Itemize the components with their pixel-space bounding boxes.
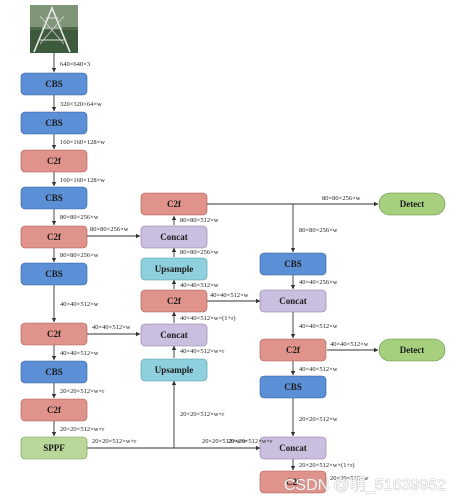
concat-block-1: Concat (140, 225, 208, 249)
shape-label: 80×80×256×w (60, 252, 99, 259)
cbs-block-3: CBS (20, 186, 88, 210)
shape-label: 40×40×256×w (299, 279, 338, 286)
cbs-label: CBS (45, 118, 63, 128)
c2f-label: C2f (47, 405, 62, 415)
shape-label: 20×20×512×w×(1+r) (299, 462, 355, 469)
shape-label: 20×20×512×w (299, 416, 338, 423)
shape-label: 40×40×512×w (60, 350, 99, 357)
upsample-label: Upsample (155, 365, 194, 375)
shape-label: 20×20×512×w×r (60, 426, 105, 433)
shape-label: 80×80×256×w (322, 195, 361, 202)
c2f-block-right: C2f (259, 338, 327, 362)
shape-label: 80×80×256×w (299, 227, 338, 234)
shape-label: 40×40×512×w (92, 324, 131, 331)
shape-label: 320×320×64×w (60, 101, 102, 108)
neck-c2f-top: C2f (140, 192, 208, 216)
detect-label: Detect (400, 345, 424, 355)
cbs-label: CBS (45, 269, 63, 279)
shape-label: 80×80×256×w (90, 226, 129, 233)
detect-label: Detect (400, 199, 424, 209)
connectors (51, 53, 379, 471)
sppf-block: SPPF (20, 436, 88, 460)
shape-labels: 640×640×3 320×320×64×w 160×160×128×w 160… (60, 61, 369, 482)
c2f-block-bottom: C2f (259, 470, 327, 494)
c2f-label: C2f (286, 345, 301, 355)
shape-label: 40×40×512×w (299, 323, 338, 330)
blocks: CBS CBS C2f CBS C2f CBS C2f CBS C2f SPPF… (20, 72, 446, 494)
cbs-block-1: CBS (20, 72, 88, 96)
upsample-label: Upsample (155, 264, 194, 274)
cbs-block-2: CBS (20, 111, 88, 135)
detect-block-1: Detect (378, 192, 446, 216)
shape-label: 20×20×512×w×r (180, 411, 225, 418)
shape-label: 40×40×512×w×r (180, 348, 225, 355)
c2f-label: C2f (47, 156, 62, 166)
cbs-label: CBS (45, 367, 63, 377)
c2f-block-2: C2f (20, 225, 88, 249)
cbs-label: CBS (45, 193, 63, 203)
shape-label: 20×20×512×w×r (92, 438, 137, 445)
shape-label: 160×160×128×w (60, 177, 105, 184)
shape-label: 160×160×128×w (60, 139, 105, 146)
shape-label: 20×20×512×w×r (202, 438, 247, 445)
shape-label: 40×40×512×w (299, 366, 338, 373)
shape-label: 80×80×512×w (180, 217, 219, 224)
c2f-block-1: C2f (20, 149, 88, 173)
detect-block-2: Detect (378, 338, 446, 362)
aerial-image-thumbnail (30, 5, 78, 53)
concat-block-2: Concat (140, 323, 208, 347)
watermark: CSDN @明_51639952 (284, 477, 446, 494)
shape-label: 40×40×512×w (180, 282, 219, 289)
cbs-label: CBS (284, 382, 302, 392)
shape-label: 20×20×512×w (330, 475, 369, 482)
upsample-block-1: Upsample (140, 257, 208, 281)
shape-label: 40×40×512×w×(1+r) (180, 315, 236, 322)
concat-label: Concat (160, 232, 188, 242)
c2f-label: C2f (167, 199, 182, 209)
shape-label: 80×80×256×w (180, 249, 219, 256)
shape-label: 40×40×512×w (60, 301, 99, 308)
concat-block-4: Concat (259, 436, 327, 460)
shape-label: 20×20×512×w×r (228, 438, 273, 445)
shape-label: 20×20×512×w×r (60, 388, 105, 395)
cbs-block-right-1: CBS (259, 252, 327, 276)
concat-label: Concat (160, 330, 188, 340)
concat-label: Concat (279, 296, 307, 306)
cbs-label: CBS (45, 79, 63, 89)
cbs-block-5: CBS (20, 360, 88, 384)
concat-block-3: Concat (259, 289, 327, 313)
sppf-label: SPPF (43, 443, 65, 453)
c2f-label: C2f (47, 232, 62, 242)
c2f-label: C2f (286, 477, 301, 487)
concat-label: Concat (279, 443, 307, 453)
shape-label: 40×40×512×w (210, 292, 249, 299)
upsample-block-2: Upsample (140, 358, 208, 382)
cbs-block-right-2: CBS (259, 375, 327, 399)
c2f-label: C2f (167, 296, 182, 306)
shape-label: 640×640×3 (60, 61, 90, 68)
neck-c2f-mid: C2f (140, 289, 208, 313)
c2f-label: C2f (47, 329, 62, 339)
c2f-block-3: C2f (20, 322, 88, 346)
shape-label: 40×40×512×w (330, 341, 369, 348)
c2f-block-4: C2f (20, 398, 88, 422)
cbs-label: CBS (284, 259, 302, 269)
cbs-block-4: CBS (20, 262, 88, 286)
shape-label: 80×80×256×w (60, 214, 99, 221)
